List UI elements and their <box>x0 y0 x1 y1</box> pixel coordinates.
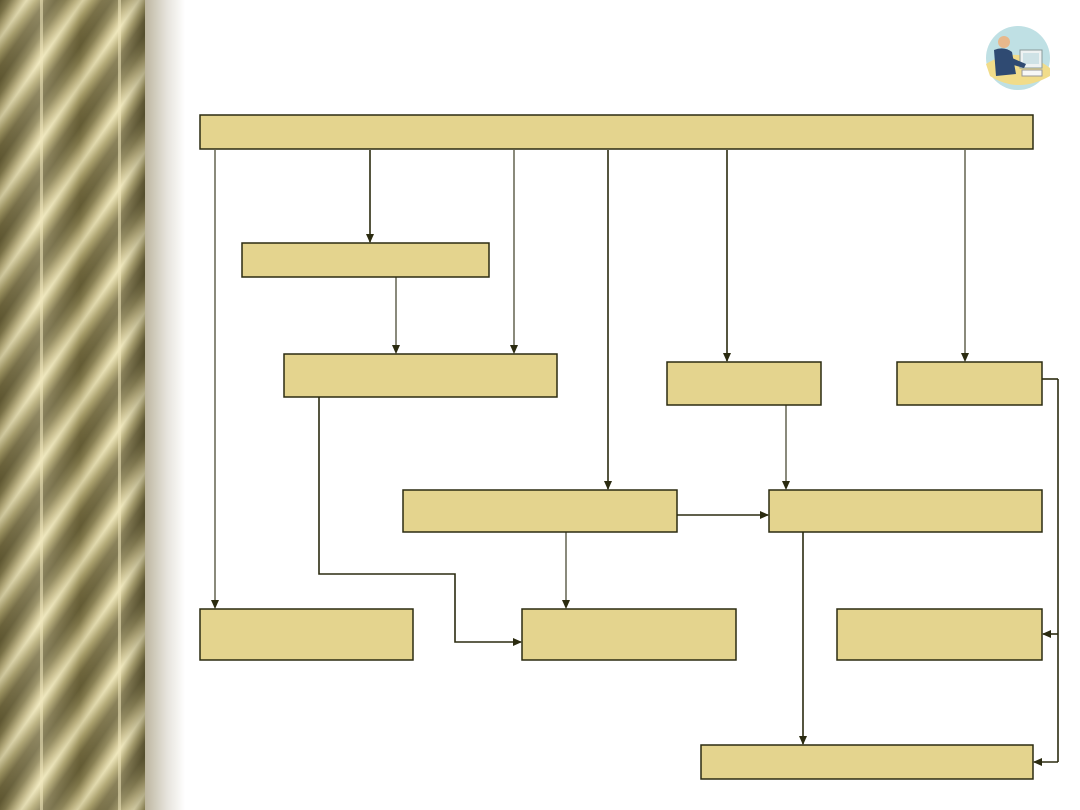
box-3 <box>283 353 558 398</box>
box-4 <box>666 361 822 406</box>
businessman-at-computer-icon <box>986 26 1050 90</box>
box-5 <box>896 361 1043 406</box>
pillar-shadow <box>145 0 185 810</box>
box-2 <box>241 242 490 278</box>
box-7 <box>768 489 1043 533</box>
pillar-highlight-stripe <box>118 0 121 810</box>
connector-box-3-to-box-10 <box>318 397 522 646</box>
box-6 <box>402 489 678 533</box>
pillar-highlight-stripe <box>40 0 43 810</box>
box-8 <box>836 608 1043 661</box>
box-9 <box>199 608 414 661</box>
top-bar-box <box>199 114 1034 150</box>
box-11 <box>700 744 1034 780</box>
box-10 <box>521 608 737 661</box>
